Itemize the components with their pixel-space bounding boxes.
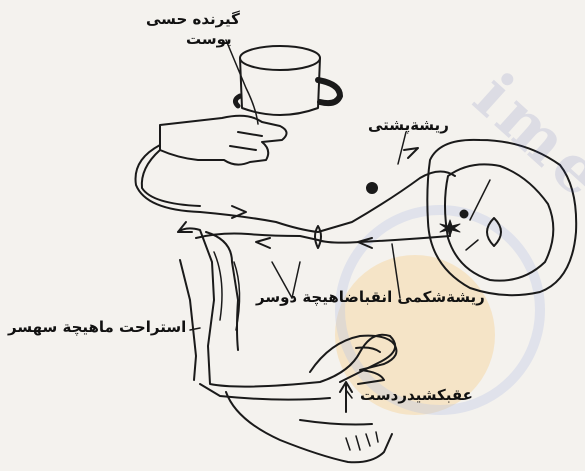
leader-relaxation [190,328,200,330]
motor-arrow-2 [256,238,270,248]
label-ventral-root-contraction: ریشةشکمی انقباضاهیچة دوسر [256,288,485,306]
withdrawal-arrow [340,382,352,412]
label-skin-receptor-line2: پوست [186,30,232,48]
hot-pot-icon [235,46,340,115]
label-hand-withdrawal: عقبکشیدردست [360,386,473,404]
label-dorsal-root: ریشةپشتی [368,116,449,134]
label-skin-receptor-line1: گیرنده حسی [146,10,240,28]
touching-hand-icon [160,116,287,165]
dorsal-root-ganglion [367,183,377,193]
sensory-arrow-2 [404,148,418,158]
leader-dorsal-root [398,132,406,164]
motor-nerve-path [196,234,450,243]
label-triceps-relaxation: استراحت ماهیچة سهسر [8,318,186,336]
